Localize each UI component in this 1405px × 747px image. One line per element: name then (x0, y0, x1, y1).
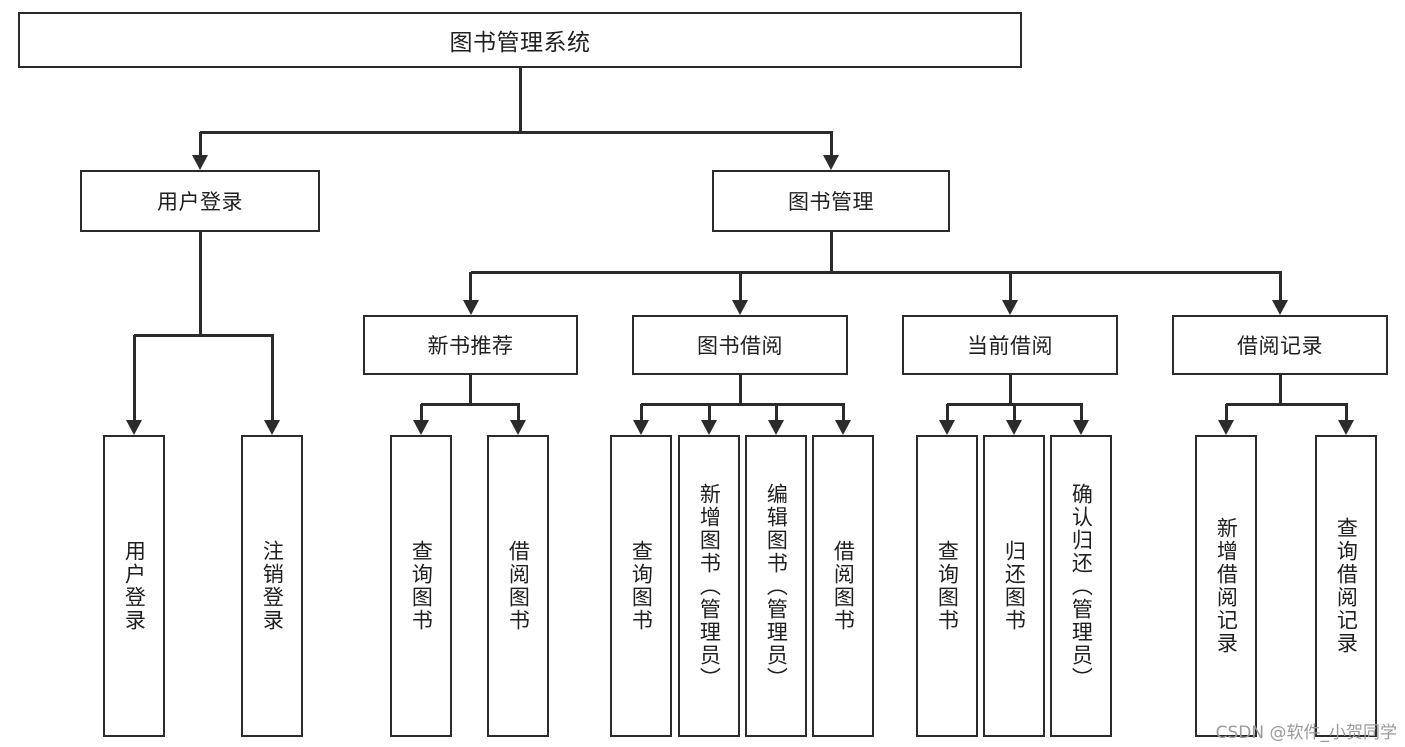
root-arrow-1 (823, 155, 839, 170)
borrow-record-stem (1278, 375, 1282, 404)
leaf-cb-return-book-label: 归还图书 (1002, 540, 1027, 632)
book-borrow-drop-3 (841, 404, 845, 420)
node-current-borrow[interactable]: 当前借阅 (902, 315, 1118, 375)
node-new-book-rec-label: 新书推荐 (427, 334, 514, 358)
book-manage-arrow-1 (732, 300, 748, 315)
node-root-label: 图书管理系统 (449, 30, 591, 56)
new-book-rec-stem (469, 375, 472, 404)
user-login-arrow-0 (126, 420, 142, 435)
node-book-borrow[interactable]: 图书借阅 (632, 315, 848, 375)
book-manage-drop-3 (1278, 272, 1282, 300)
user-login-drop-1 (270, 335, 274, 420)
leaf-cb-confirm-return[interactable]: 确认归还（管理员） (1050, 435, 1112, 737)
leaf-cb-confirm-return-label: 确认归还（管理员） (1069, 482, 1094, 690)
leaf-rec-borrow-book[interactable]: 借阅图书 (487, 435, 549, 737)
current-borrow-drop-0 (945, 404, 949, 420)
leaf-user-logout-label: 注销登录 (260, 540, 285, 632)
borrow-record-arrow-0 (1218, 420, 1234, 435)
leaf-cb-return-book[interactable]: 归还图书 (983, 435, 1045, 737)
book-borrow-drop-0 (639, 404, 643, 420)
new-book-rec-bus (421, 402, 520, 406)
leaf-br-add-record[interactable]: 新增借阅记录 (1195, 435, 1257, 737)
leaf-user-login[interactable]: 用户登录 (103, 435, 165, 737)
leaf-bb-borrow-book[interactable]: 借阅图书 (812, 435, 874, 737)
book-manage-drop-2 (1008, 272, 1012, 300)
current-borrow-arrow-2 (1073, 420, 1089, 435)
leaf-bb-edit-book[interactable]: 编辑图书（管理员） (745, 435, 807, 737)
borrow-record-bus (1226, 402, 1348, 406)
leaf-cb-query-book[interactable]: 查询图书 (916, 435, 978, 737)
node-user-login-label: 用户登录 (157, 190, 243, 214)
current-borrow-drop-2 (1079, 404, 1083, 420)
new-book-rec-arrow-0 (413, 420, 429, 435)
node-root[interactable]: 图书管理系统 (18, 12, 1022, 68)
root-stem (518, 68, 522, 132)
current-borrow-drop-1 (1012, 404, 1016, 420)
book-manage-arrow-0 (462, 300, 479, 315)
book-manage-stem (829, 232, 833, 272)
node-borrow-record-label: 借阅记录 (1237, 334, 1323, 358)
leaf-bb-query-book[interactable]: 查询图书 (610, 435, 672, 737)
book-borrow-stem (738, 375, 742, 404)
book-borrow-arrow-1 (701, 420, 717, 435)
book-borrow-arrow-3 (835, 420, 851, 435)
current-borrow-arrow-1 (1006, 420, 1022, 435)
node-new-book-rec[interactable]: 新书推荐 (363, 315, 578, 375)
node-book-borrow-label: 图书借阅 (697, 334, 783, 358)
book-borrow-drop-1 (707, 404, 711, 420)
current-borrow-arrow-0 (939, 420, 955, 435)
leaf-rec-query-book[interactable]: 查询图书 (390, 435, 452, 737)
book-borrow-arrow-0 (633, 420, 649, 435)
node-current-borrow-label: 当前借阅 (967, 334, 1053, 358)
leaf-bb-edit-book-label: 编辑图书（管理员） (764, 482, 789, 690)
new-book-rec-arrow-1 (510, 420, 526, 435)
leaf-rec-borrow-book-label: 借阅图书 (506, 540, 531, 632)
book-manage-arrow-2 (1002, 300, 1018, 315)
node-borrow-record[interactable]: 借阅记录 (1172, 315, 1388, 375)
leaf-user-login-label: 用户登录 (122, 540, 147, 632)
book-manage-drop-1 (738, 272, 742, 300)
user-login-arrow-1 (264, 420, 280, 435)
leaf-bb-borrow-book-label: 借阅图书 (831, 540, 856, 632)
borrow-record-arrow-1 (1338, 420, 1354, 435)
book-manage-arrow-3 (1272, 300, 1288, 315)
borrow-record-drop-0 (1224, 404, 1228, 420)
book-borrow-arrow-2 (768, 420, 784, 435)
leaf-bb-add-book-label: 新增图书（管理员） (697, 482, 722, 690)
leaf-bb-query-book-label: 查询图书 (629, 540, 654, 632)
node-book-manage[interactable]: 图书管理 (712, 170, 950, 232)
root-drop-0 (198, 132, 202, 155)
user-login-drop-0 (132, 335, 136, 420)
new-book-rec-drop-0 (419, 404, 423, 420)
root-arrow-0 (192, 155, 208, 170)
current-borrow-stem (1008, 375, 1012, 404)
leaf-user-logout[interactable]: 注销登录 (241, 435, 303, 737)
root-bus (200, 130, 833, 134)
leaf-cb-query-book-label: 查询图书 (935, 540, 960, 632)
book-manage-drop-0 (469, 272, 472, 300)
new-book-rec-drop-1 (516, 404, 520, 420)
borrow-record-drop-1 (1344, 404, 1348, 420)
user-login-stem (198, 232, 202, 335)
book-borrow-bus (641, 402, 845, 406)
book-manage-bus (470, 270, 1282, 274)
user-login-bus (134, 333, 274, 337)
book-borrow-drop-2 (774, 404, 778, 420)
leaf-br-query-record-label: 查询借阅记录 (1334, 517, 1359, 655)
leaf-br-query-record[interactable]: 查询借阅记录 (1315, 435, 1377, 737)
leaf-br-add-record-label: 新增借阅记录 (1214, 517, 1239, 655)
root-drop-1 (829, 132, 833, 155)
node-user-login[interactable]: 用户登录 (80, 170, 320, 232)
leaf-rec-query-book-label: 查询图书 (409, 540, 434, 632)
leaf-bb-add-book[interactable]: 新增图书（管理员） (678, 435, 740, 737)
node-book-manage-label: 图书管理 (788, 190, 874, 214)
